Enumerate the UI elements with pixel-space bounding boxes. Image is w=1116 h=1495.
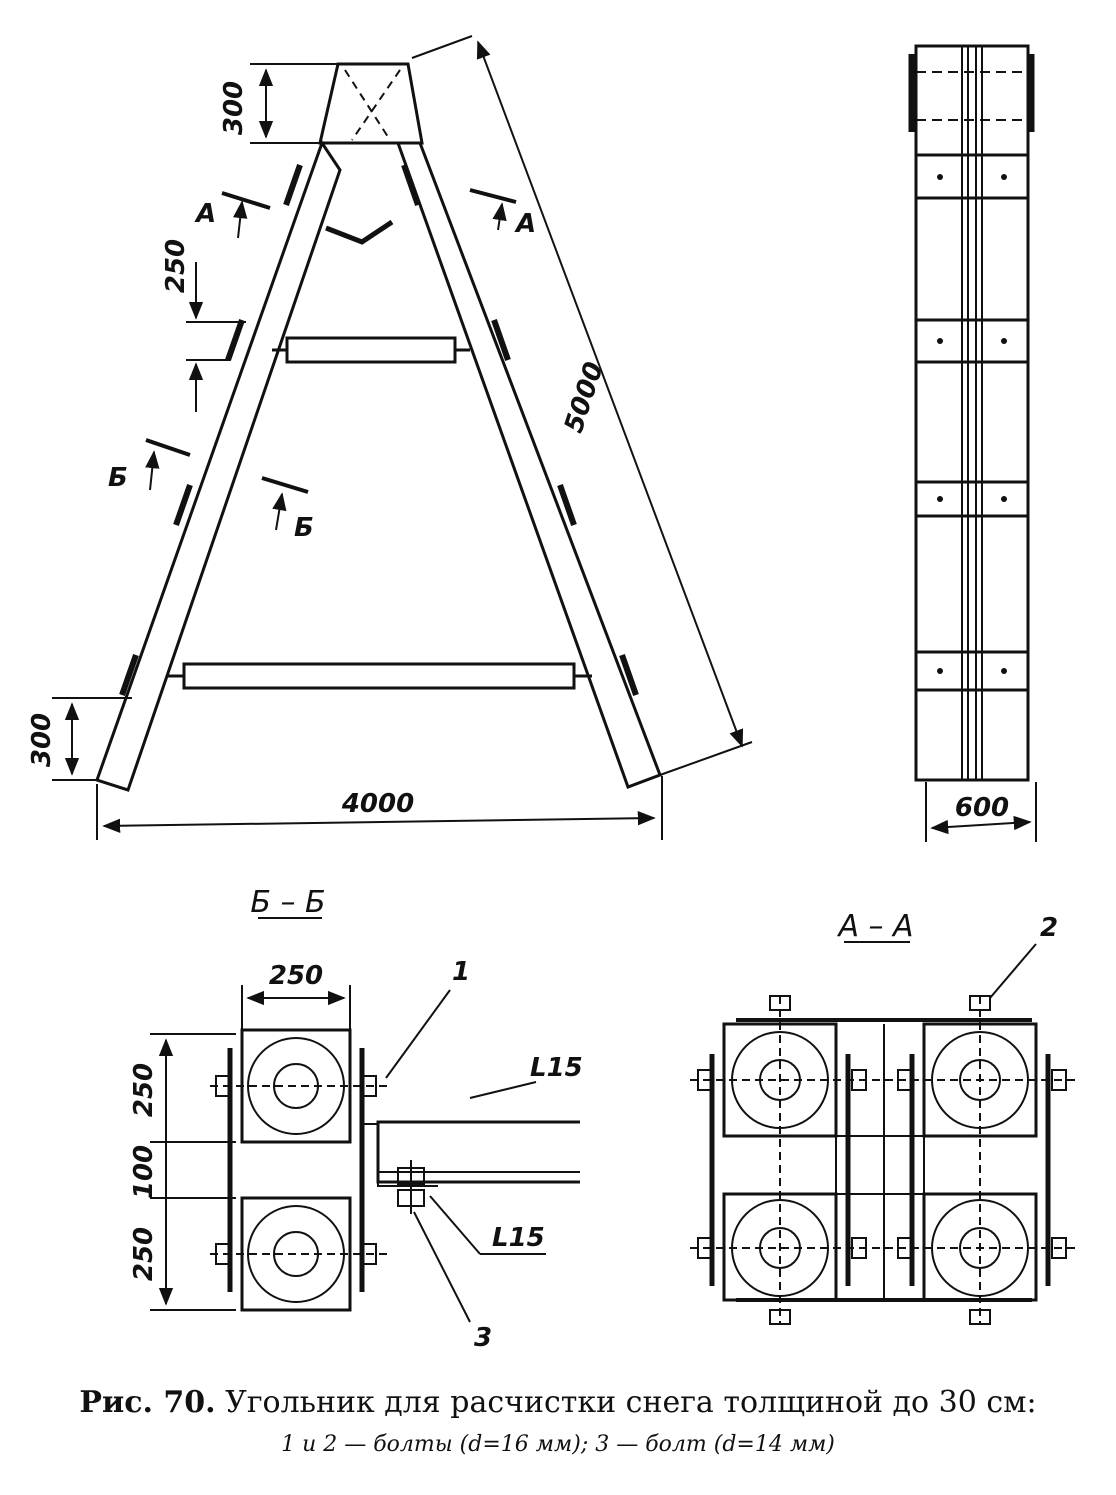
- figure-caption-text: Угольник для расчистки снега толщиной до…: [225, 1385, 1037, 1420]
- section-bb-title: Б – Б: [250, 885, 325, 920]
- dim-top-height: 300: [219, 81, 249, 135]
- front-view-dimensions: [52, 35, 753, 840]
- right-beam: [395, 141, 662, 789]
- technical-drawing: 300 250 5000 300 4000 A A Б Б: [27, 35, 1080, 1353]
- dim-base-width: 4000: [341, 789, 414, 819]
- side-view: [908, 44, 1037, 842]
- section-bb: Б – Б: [129, 885, 583, 1353]
- chevron-mark: [325, 219, 394, 245]
- cut-label-a-right: A: [514, 209, 536, 239]
- bb-callout-1: 1: [452, 957, 470, 987]
- figure-caption-label: Рис. 70.: [79, 1385, 216, 1420]
- top-connector-block: [318, 62, 424, 145]
- section-aa: А – А: [690, 909, 1080, 1325]
- cut-label-b-right: Б: [294, 513, 314, 543]
- bb-callout-3: 3: [474, 1323, 492, 1353]
- aa-callout-2: 2: [1040, 913, 1058, 943]
- cut-label-b-left: Б: [108, 463, 128, 493]
- bb-dim-top: 250: [129, 1063, 159, 1117]
- section-aa-title: А – А: [836, 909, 913, 944]
- front-view-labels: 300 250 5000 300 4000 A A Б Б: [27, 81, 610, 819]
- side-dim-width: 600: [955, 793, 1009, 823]
- left-beam: [95, 139, 342, 792]
- dim-bottom-height: 300: [27, 713, 57, 767]
- bb-angle-top: L15: [530, 1053, 583, 1083]
- bb-dim-width: 250: [269, 961, 323, 991]
- lower-crossbar: [182, 662, 576, 690]
- upper-crossbar: [285, 336, 457, 364]
- dim-side-length: 5000: [559, 358, 610, 436]
- bb-dim-gap: 100: [129, 1145, 159, 1199]
- bb-dim-bottom: 250: [129, 1227, 159, 1281]
- figure-caption: Рис. 70. Угольник для расчистки снега то…: [0, 1385, 1116, 1420]
- figure-caption-legend: 1 и 2 — болты (d=16 мм); 3 — болт (d=14 …: [281, 1432, 835, 1457]
- bb-angle-bottom: L15: [492, 1223, 545, 1253]
- dim-bar-spacing: 250: [161, 239, 191, 293]
- cut-label-a-left: A: [194, 199, 216, 229]
- beam-plates: [119, 164, 639, 696]
